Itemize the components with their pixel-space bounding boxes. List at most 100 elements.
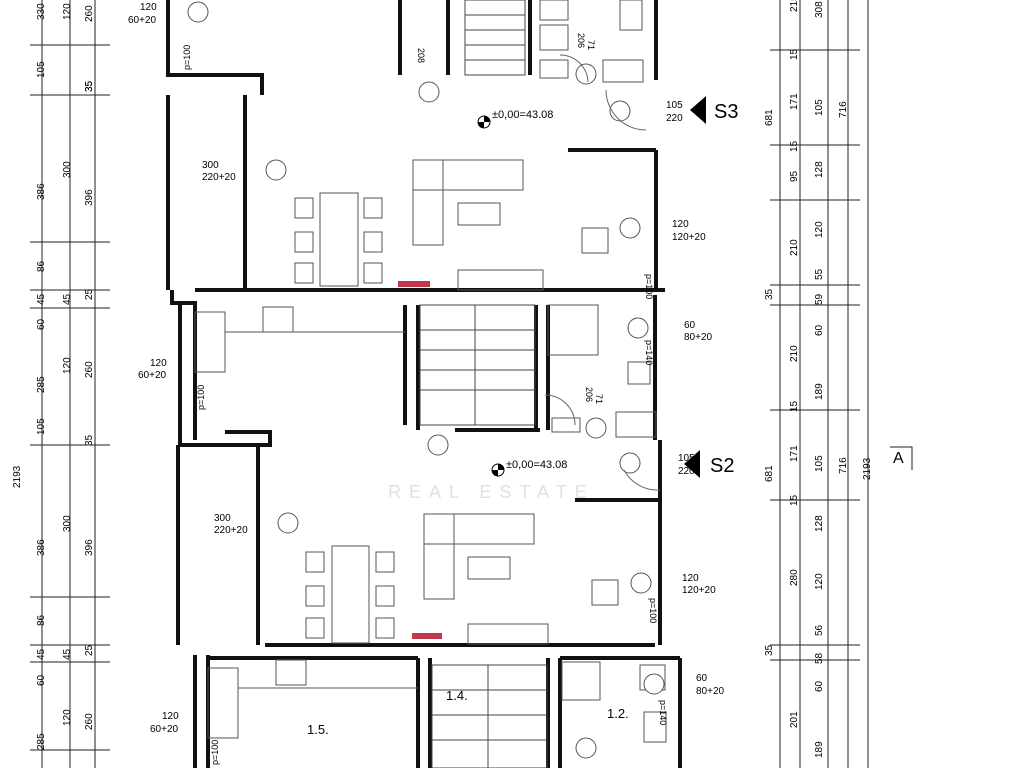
dim: 171 (789, 445, 800, 462)
dim: 189 (814, 741, 825, 758)
dim: 45 (36, 648, 47, 660)
opening-height: 120+20 (682, 585, 716, 596)
sill-height: p=100 (210, 740, 220, 765)
opening-width: 120 (140, 2, 157, 13)
dim: 308 (814, 1, 825, 18)
opening-width: 120 (672, 219, 689, 230)
dim: 45 (62, 648, 73, 660)
door-tag: 71 (586, 40, 596, 50)
dim: 15 (789, 48, 800, 60)
stairs (419, 0, 548, 768)
opening-height: 60+20 (128, 15, 157, 26)
room-label: 1.5. (307, 722, 329, 737)
markers (187, 1, 665, 759)
dim: 280 (789, 569, 800, 586)
dim: 120 (814, 573, 825, 590)
opening-height: 120+20 (672, 232, 706, 243)
dim: 35 (764, 288, 775, 300)
dim: 60 (814, 324, 825, 336)
sill-height: p=100 (648, 598, 658, 623)
dim: 215 (789, 0, 800, 12)
left-dimension-lines (30, 0, 110, 768)
dim: 285 (36, 376, 47, 393)
dim: 120 (814, 221, 825, 238)
dim: 45 (36, 293, 47, 305)
door-tag: 208 (416, 48, 426, 63)
furniture (194, 0, 667, 743)
dim: 25 (84, 288, 95, 300)
opening-width: 105 (666, 100, 683, 111)
elevation-label: ±0,00=43.08 (492, 109, 553, 121)
dim: 120 (62, 709, 73, 726)
section-label-s3: S3 (714, 101, 738, 123)
dim: 201 (789, 711, 800, 728)
dim: 260 (84, 5, 95, 22)
sill-height: p=100 (644, 274, 654, 299)
dim: 189 (814, 383, 825, 400)
opening-width: 300 (202, 160, 219, 171)
sill-height: p=100 (182, 45, 192, 70)
dim: 330 (36, 3, 47, 20)
dim: 285 (36, 733, 47, 750)
dim: 35 (764, 644, 775, 656)
dim: 386 (36, 183, 47, 200)
dim: 60 (36, 318, 47, 330)
dim: 86 (36, 260, 47, 272)
walls (166, 0, 682, 768)
dim: 120 (62, 357, 73, 374)
dim: 260 (84, 361, 95, 378)
dim: 35 (84, 80, 95, 92)
dim: 120 (62, 3, 73, 20)
dim: 681 (764, 109, 775, 126)
opening-height: 60+20 (138, 370, 167, 381)
dim: 2193 (862, 457, 873, 480)
dim: 300 (62, 161, 73, 178)
dim: 60 (814, 680, 825, 692)
dim: 2193 (12, 465, 23, 488)
opening-height: 220 (678, 466, 695, 477)
opening-height: 60+20 (150, 724, 179, 735)
section-label-s2: S2 (710, 455, 734, 477)
dim: 396 (84, 539, 95, 556)
dim: 25 (84, 644, 95, 656)
sill-height: p=140 (644, 340, 654, 365)
right-dimension-texts: 215 681 35 681 35 308 15 171 105 15 128 … (764, 0, 873, 758)
dim: 15 (789, 494, 800, 506)
sill-height: p=100 (196, 385, 206, 410)
opening-height: 80+20 (696, 686, 725, 697)
dim: 171 (789, 93, 800, 110)
dim: 59 (814, 293, 825, 305)
sill-height: p=140 (658, 700, 668, 725)
dim: 35 (84, 434, 95, 446)
section-label-a: A (893, 450, 904, 467)
opening-width: 120 (150, 358, 167, 369)
dim: 300 (62, 515, 73, 532)
dim: 681 (764, 465, 775, 482)
dim: 105 (814, 455, 825, 472)
dim: 15 (789, 140, 800, 152)
dim: 86 (36, 614, 47, 626)
opening-height: 220+20 (214, 525, 248, 536)
dim: 386 (36, 539, 47, 556)
section-arrow-s3 (690, 96, 706, 124)
right-dimension-lines (770, 0, 869, 768)
dim: 15 (789, 400, 800, 412)
dim: 105 (36, 61, 47, 78)
dim: 105 (36, 418, 47, 435)
dim: 260 (84, 713, 95, 730)
dim: 45 (62, 293, 73, 305)
door-swings (544, 54, 661, 491)
dim: 128 (814, 161, 825, 178)
room-label: 1.2. (607, 706, 629, 721)
dim: 396 (84, 189, 95, 206)
dim: 35 (84, 80, 95, 92)
opening-width: 120 (162, 711, 179, 722)
door-tag: 206 (576, 33, 586, 48)
dim: 60 (36, 674, 47, 686)
dim: 716 (838, 457, 849, 474)
left-dimension-texts: 330 105 386 86 45 60 285 105 386 86 45 6… (12, 3, 95, 750)
opening-width: 105 (678, 453, 695, 464)
section-arrow-s2 (684, 450, 700, 478)
opening-width: 60 (696, 673, 708, 684)
